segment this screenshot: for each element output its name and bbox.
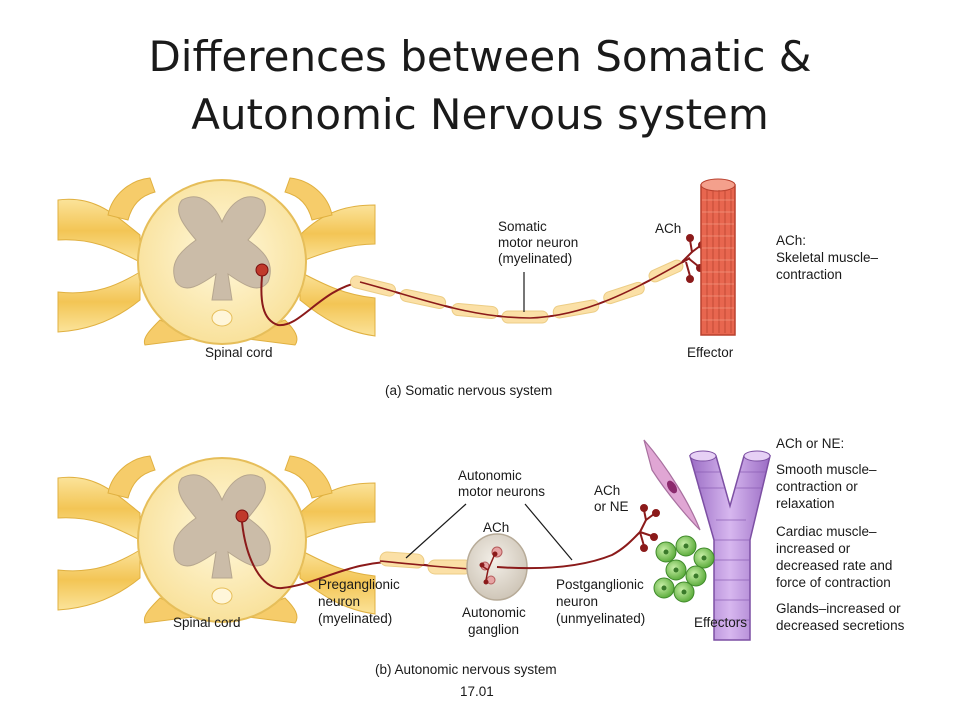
smooth-muscle-effector [643,439,701,531]
somatic-ach-label: ACh [655,221,681,236]
effectors-label: Effectors [694,615,747,630]
cardiac-vessel-effector [689,450,771,641]
autonomic-spinal-cord-label: Spinal cord [173,615,241,630]
somatic-effector-label: Effector [687,345,734,360]
autonomic-cell-body [235,509,249,523]
postganglionic-label: Postganglionic neuron (unmyelinated) [556,577,648,626]
somatic-myelin-sheath [350,259,684,324]
figure-number: 17.01 [460,684,494,699]
ganglion-ach-label: ACh [483,520,509,535]
somatic-caption: (a) Somatic nervous system [385,383,552,398]
somatic-spinal-cord-label: Spinal cord [205,345,273,360]
ganglion-label: Autonomic ganglion [462,605,530,637]
title-line-1: Differences between Somatic & [148,32,812,81]
glands-effect-label: Glands–increased or decreased secretions [776,601,905,633]
somatic-spinal-nerves [57,177,376,346]
somatic-spinal-cord [137,179,307,345]
somatic-neuron-label: Somatic motor neuron (myelinated) [498,219,582,266]
autonomic-effect-heading: ACh or NE: [776,436,844,451]
terminal-transmitter-label: ACh or NE [594,483,629,514]
somatic-panel: Spinal cord Somatic motor neuron (myelin… [57,177,882,398]
gland-effector [653,535,715,603]
cardiac-muscle-effect-label: Cardiac muscle– increased or decreased r… [776,524,896,590]
somatic-effect-label: ACh: Skeletal muscle– contraction [776,233,882,282]
postganglionic-axon [496,531,641,570]
autonomic-panel: Spinal cord Autonomic motor neurons ACh … [57,436,905,677]
preganglionic-label: Preganglionic neuron (myelinated) [318,577,404,626]
somatic-cell-body [255,263,269,277]
autonomic-axon-terminal [639,504,660,552]
autonomic-motor-neurons-label: Autonomic motor neurons [458,468,545,499]
skeletal-muscle-effector [700,178,736,336]
slide-title: Differences between Somatic & Autonomic … [0,28,960,144]
autonomic-spinal-nerves [57,455,376,624]
autonomic-neuron-leaders [405,503,573,561]
smooth-muscle-effect-label: Smooth muscle– contraction or relaxation [776,462,880,511]
autonomic-spinal-cord [137,457,307,623]
title-line-2: Autonomic Nervous system [191,90,769,139]
autonomic-caption: (b) Autonomic nervous system [375,662,557,677]
